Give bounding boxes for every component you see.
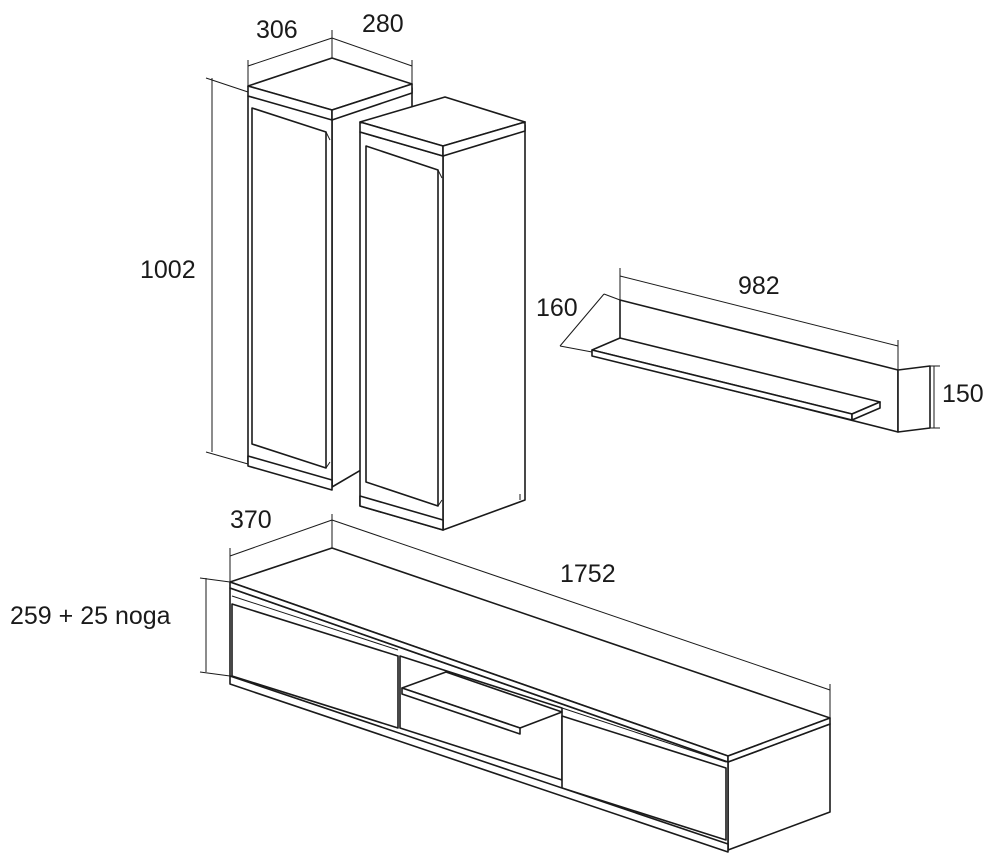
dim-shelf-height: 150 [942, 380, 984, 408]
right-cabinet-side [442, 124, 526, 531]
dim-cabinet-height: 1002 [140, 256, 196, 284]
shelf-back-side [897, 365, 931, 433]
wall-shelf [591, 299, 931, 433]
tv-unit-base [229, 675, 729, 853]
dim-tv-width: 1752 [560, 560, 616, 588]
dim-shelf-width: 982 [738, 272, 780, 300]
tv-unit-left-drawer [231, 603, 399, 729]
dim-tv-depth: 370 [230, 506, 272, 534]
dim-tv-height: 259 + 25 noga [10, 602, 171, 630]
left-cabinet-door [251, 107, 327, 469]
right-cabinet-door [365, 145, 439, 507]
right-cabinet-plinth [359, 495, 444, 531]
tv-unit-right-drawer [561, 715, 727, 841]
right-tall-cabinet [359, 96, 526, 531]
dim-cabinet-width: 306 [256, 16, 298, 44]
left-cabinet-plinth [247, 455, 333, 491]
dimension-lines [199, 30, 940, 718]
dim-cabinet-depth: 280 [362, 10, 404, 38]
tv-unit [229, 547, 831, 853]
dim-shelf-depth: 160 [536, 294, 578, 322]
